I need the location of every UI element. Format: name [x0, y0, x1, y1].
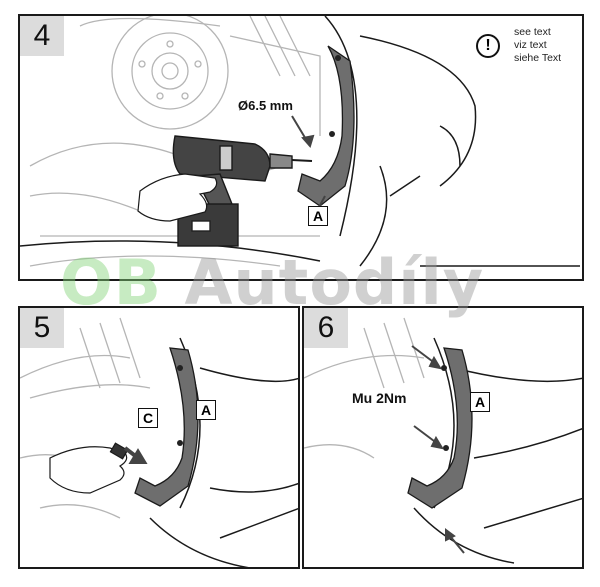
cordless-drill-sketch [172, 135, 313, 247]
part-label-a: A [470, 392, 490, 412]
arrows [411, 345, 465, 554]
step-5-number: 5 [20, 308, 64, 348]
part-label-c: C [138, 408, 158, 428]
background-sketch [20, 317, 151, 519]
drill-bit-diameter-label: Ø6.5 mm [238, 98, 293, 113]
hand-sketch [137, 173, 218, 222]
background-sketch [304, 317, 425, 459]
step-5-illustration [20, 317, 298, 567]
step-4-illustration [20, 16, 580, 267]
exclamation-circle-icon: ! [476, 34, 500, 58]
step-4-number: 4 [20, 16, 64, 56]
part-label-a: A [308, 206, 328, 226]
step-5-panel: 5 C A [18, 306, 300, 569]
note-line-de: siehe Text [514, 52, 562, 64]
see-text-note: see text viz text siehe Text [514, 26, 561, 65]
note-line-en: see text [514, 26, 551, 38]
torque-label: Mu 2Nm [352, 390, 407, 406]
hand-with-screw-sketch [49, 442, 129, 494]
step-6-panel: 6 Mu 2Nm A [302, 306, 584, 569]
step-4-panel: 4 [18, 14, 584, 281]
car-body-lines [20, 16, 580, 267]
car-body-lines [149, 337, 298, 567]
mud-flap-a [297, 45, 355, 207]
arrows [123, 446, 148, 464]
car-body-lines [413, 337, 582, 564]
note-line-cz: viz text [514, 39, 547, 51]
part-label-a: A [196, 400, 216, 420]
step-6-number: 6 [304, 308, 348, 348]
